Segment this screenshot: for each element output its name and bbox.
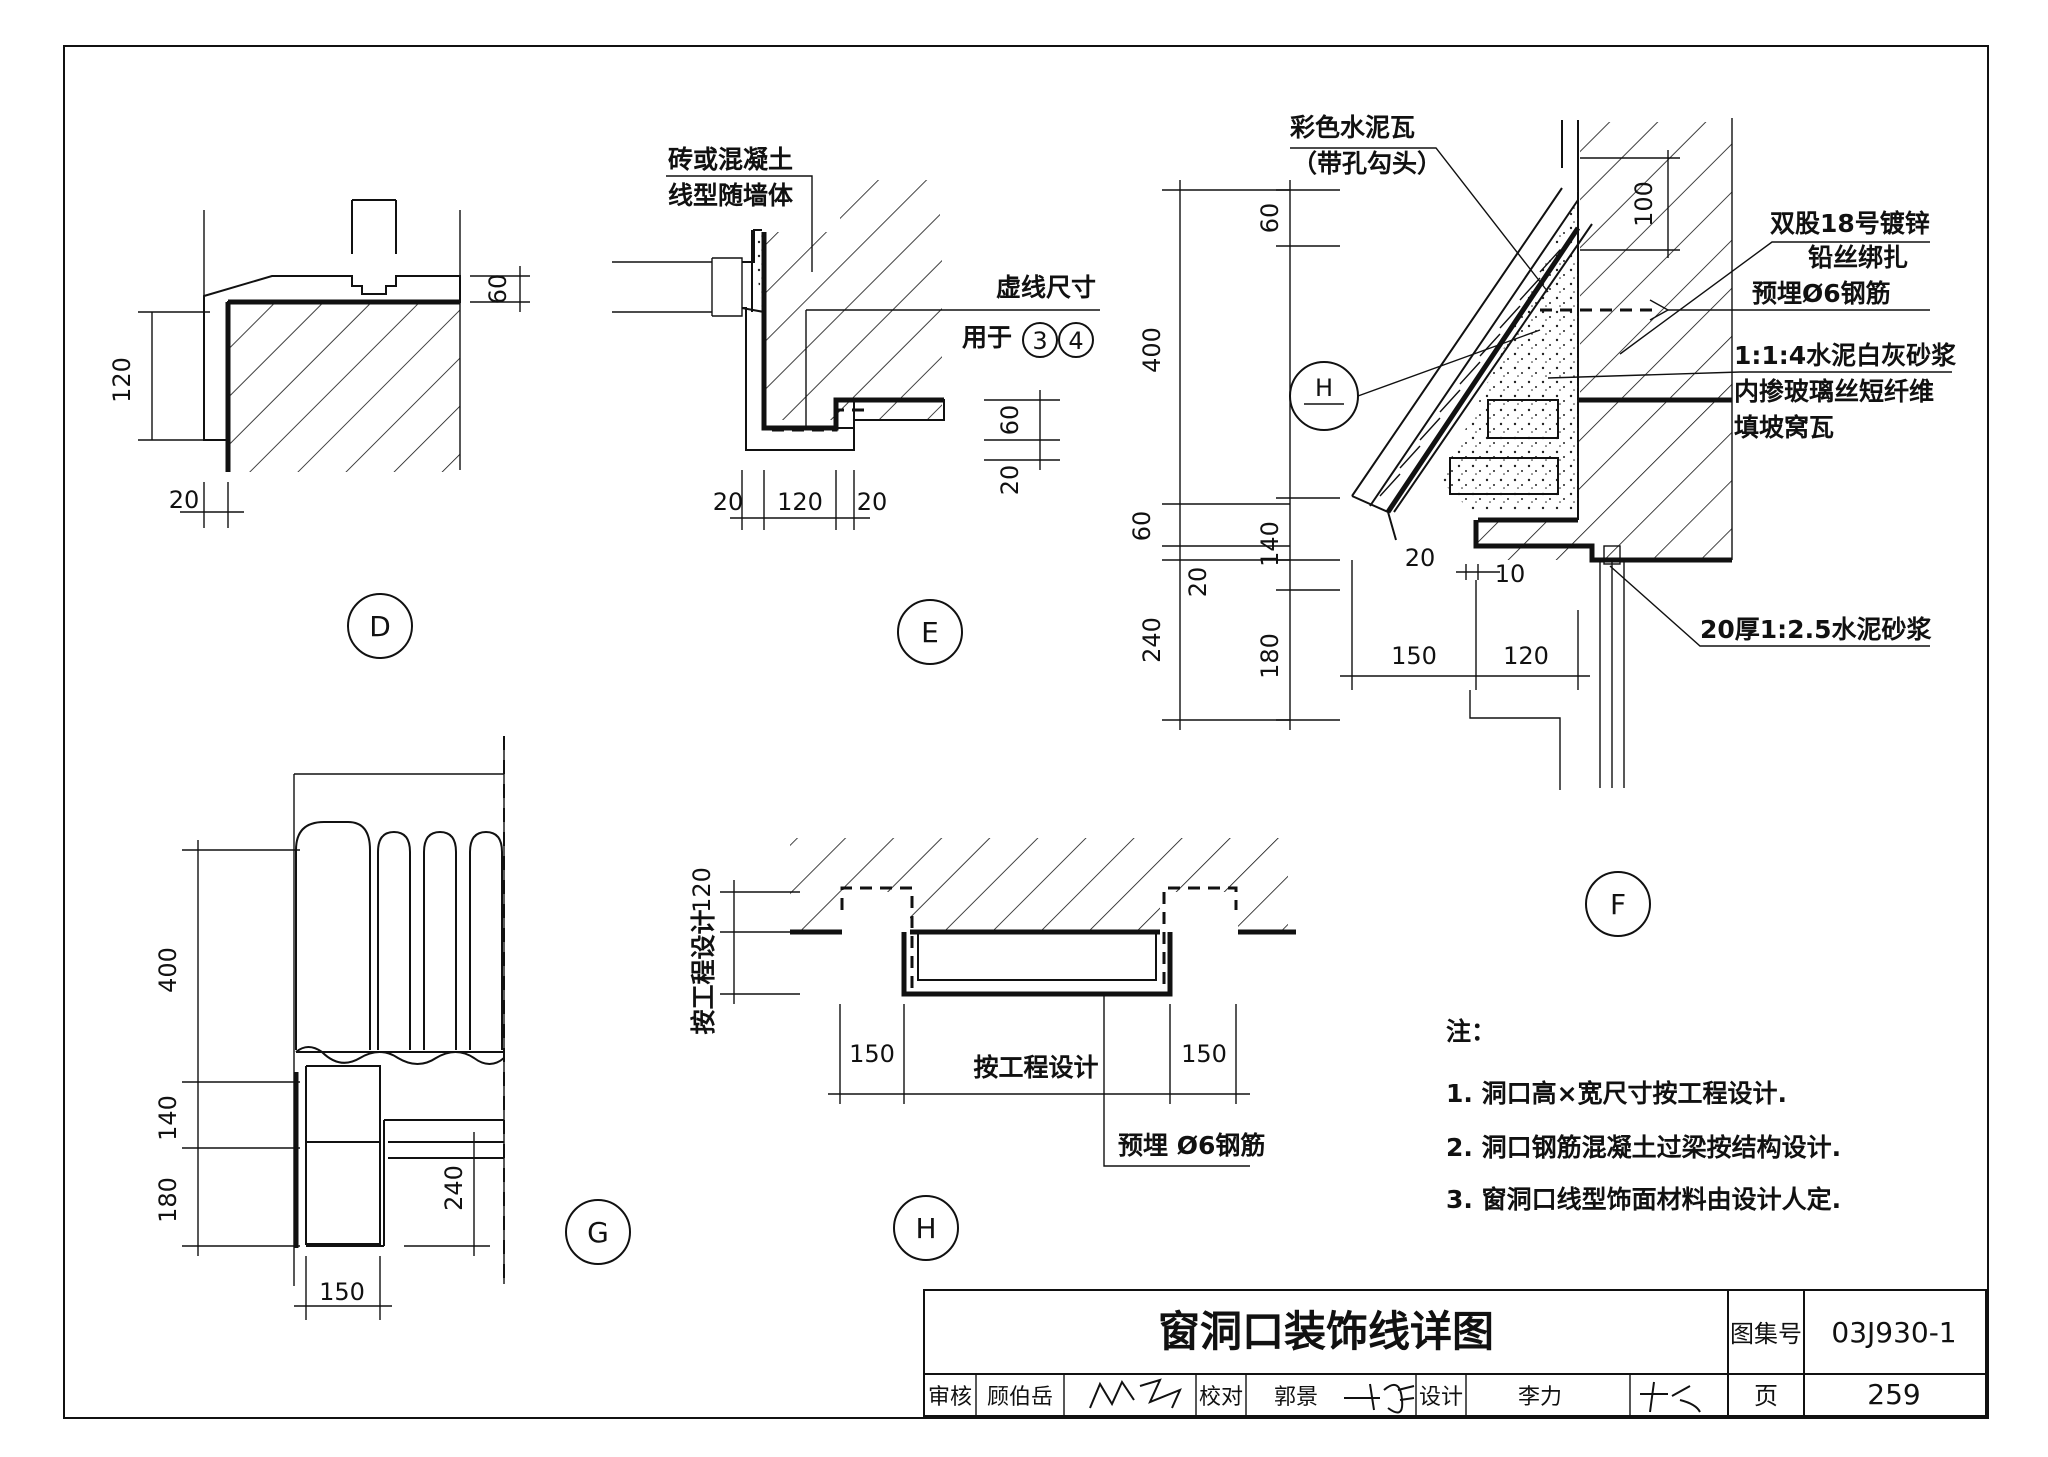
dim-e-20: 20 — [996, 465, 1024, 496]
notes: 注： 1. 洞口高×宽尺寸按工程设计. 2. 洞口钢筋混凝土过梁按结构设计. 3… — [1446, 1017, 1841, 1214]
dim-f-20b: 20 — [1405, 544, 1436, 572]
dim-f-60a: 60 — [1128, 511, 1156, 542]
f-tile-name: 彩色水泥瓦 — [1290, 113, 1415, 142]
page-label: 页 — [1754, 1382, 1778, 1410]
review-name: 顾伯岳 — [987, 1385, 1053, 1410]
dim-d-20: 20 — [169, 486, 200, 514]
e-ref-4-label: 4 — [1068, 327, 1083, 355]
dim-d-120: 120 — [108, 357, 136, 403]
dim-f-120: 120 — [1503, 642, 1549, 670]
f-tile-note: （带孔勾头） — [1292, 149, 1442, 178]
detail-e: 砖或混凝土 线型随墙体 虚线尺寸 用于 3 4 60 20 20 120 20 … — [612, 145, 1100, 665]
e-ref-3-label: 3 — [1032, 327, 1047, 355]
e-ref-3 — [1022, 322, 1058, 358]
design-name: 李力 — [1518, 1385, 1562, 1410]
dim-g-400: 400 — [154, 947, 182, 993]
page-number: 259 — [1867, 1378, 1920, 1411]
dim-f-60b: 60 — [1256, 203, 1284, 234]
detail-marker-e-label: E — [921, 616, 939, 649]
dim-f-10: 10 — [1495, 560, 1526, 588]
f-mortar-3: 填坡窝瓦 — [1734, 413, 1834, 442]
e-use-label: 用于 — [962, 323, 1012, 352]
e-material-label: 砖或混凝土 — [668, 145, 793, 174]
dim-h-150a: 150 — [849, 1040, 895, 1068]
check-label: 校对 — [1199, 1385, 1243, 1410]
dim-e-20a: 20 — [713, 488, 744, 516]
dim-f-100: 100 — [1630, 181, 1658, 227]
dim-f-240: 240 — [1138, 617, 1166, 663]
check-signature — [1344, 1383, 1415, 1414]
detail-marker-e — [897, 599, 963, 665]
detail-g: 400 140 180 240 150 G — [154, 736, 631, 1320]
detail-marker-g-label: G — [587, 1216, 609, 1249]
dim-e-120: 120 — [777, 488, 823, 516]
design-signature — [1640, 1381, 1701, 1413]
dim-g-140: 140 — [154, 1095, 182, 1141]
detail-marker-h — [893, 1195, 959, 1261]
f-wire-2: 铅丝绑扎 — [1808, 243, 1908, 272]
detail-marker-d-label: D — [369, 610, 391, 643]
review-signature — [1089, 1378, 1182, 1409]
dim-f-150: 150 — [1391, 642, 1437, 670]
detail-f: 彩色水泥瓦 （带孔勾头） 双股18号镀锌 铅丝绑扎 预埋Ø6钢筋 1:1:4水泥… — [1128, 113, 1956, 937]
drawing-title: 窗洞口装饰线详图 — [1158, 1307, 1494, 1356]
detail-marker-g — [565, 1199, 631, 1265]
atlas-number: 03J930-1 — [1831, 1316, 1956, 1349]
sheet-border — [63, 45, 1989, 1419]
dim-d-60: 60 — [484, 274, 512, 305]
dim-e-60: 60 — [996, 405, 1024, 436]
h-rebar: 预埋 Ø6钢筋 — [1118, 1131, 1265, 1160]
note-item-2: 2. 洞口钢筋混凝土过梁按结构设计. — [1446, 1133, 1841, 1162]
e-ref-4 — [1058, 322, 1094, 358]
notes-title: 注： — [1446, 1017, 1496, 1046]
detail-marker-f-label: F — [1610, 888, 1626, 921]
f-mortar-1: 1:1:4水泥白灰砂浆 — [1734, 341, 1956, 370]
e-profile-label: 线型随墙体 — [668, 181, 794, 210]
detail-marker-f — [1585, 871, 1651, 937]
review-label: 审核 — [928, 1385, 972, 1410]
f-section-ref-label: H — [1315, 374, 1333, 402]
dim-h-120: 120 — [688, 867, 716, 913]
design-label: 设计 — [1419, 1385, 1463, 1410]
check-name: 郭景 — [1274, 1385, 1318, 1410]
detail-marker-d — [347, 593, 413, 659]
f-wire-1: 双股18号镀锌 — [1770, 209, 1930, 238]
f-rebar: 预埋Ø6钢筋 — [1752, 279, 1891, 308]
dim-f-400: 400 — [1138, 327, 1166, 373]
f-mortar-2: 内掺玻璃丝短纤维 — [1734, 377, 1934, 406]
detail-h: 120 按工程设计 150 按工程设计 150 预埋 Ø6钢筋 H — [688, 838, 1296, 1261]
dim-f-180: 180 — [1256, 633, 1284, 679]
atlas-label: 图集号 — [1730, 1320, 1802, 1348]
h-by-design: 按工程设计 — [973, 1053, 1098, 1082]
dim-g-240: 240 — [440, 1165, 468, 1211]
f-plaster: 20厚1:2.5水泥砂浆 — [1700, 615, 1931, 644]
title-block: 窗洞口装饰线详图 图集号 03J930-1 审核 顾伯岳 校对 郭景 设计 李力… — [923, 1289, 1987, 1417]
note-item-1: 1. 洞口高×宽尺寸按工程设计. — [1446, 1079, 1787, 1108]
dim-g-150: 150 — [319, 1278, 365, 1306]
e-dashed-label: 虚线尺寸 — [996, 273, 1096, 302]
h-by-design-vertical: 按工程设计 — [689, 909, 718, 1034]
dim-h-150b: 150 — [1181, 1040, 1227, 1068]
dim-e-20b: 20 — [857, 488, 888, 516]
note-item-3: 3. 窗洞口线型饰面材料由设计人定. — [1446, 1185, 1841, 1214]
dim-f-20a: 20 — [1184, 567, 1212, 598]
dim-g-180: 180 — [154, 1177, 182, 1223]
detail-marker-h-label: H — [915, 1212, 936, 1245]
dim-f-140: 140 — [1256, 521, 1284, 567]
detail-d: 120 60 20 D — [108, 199, 530, 659]
